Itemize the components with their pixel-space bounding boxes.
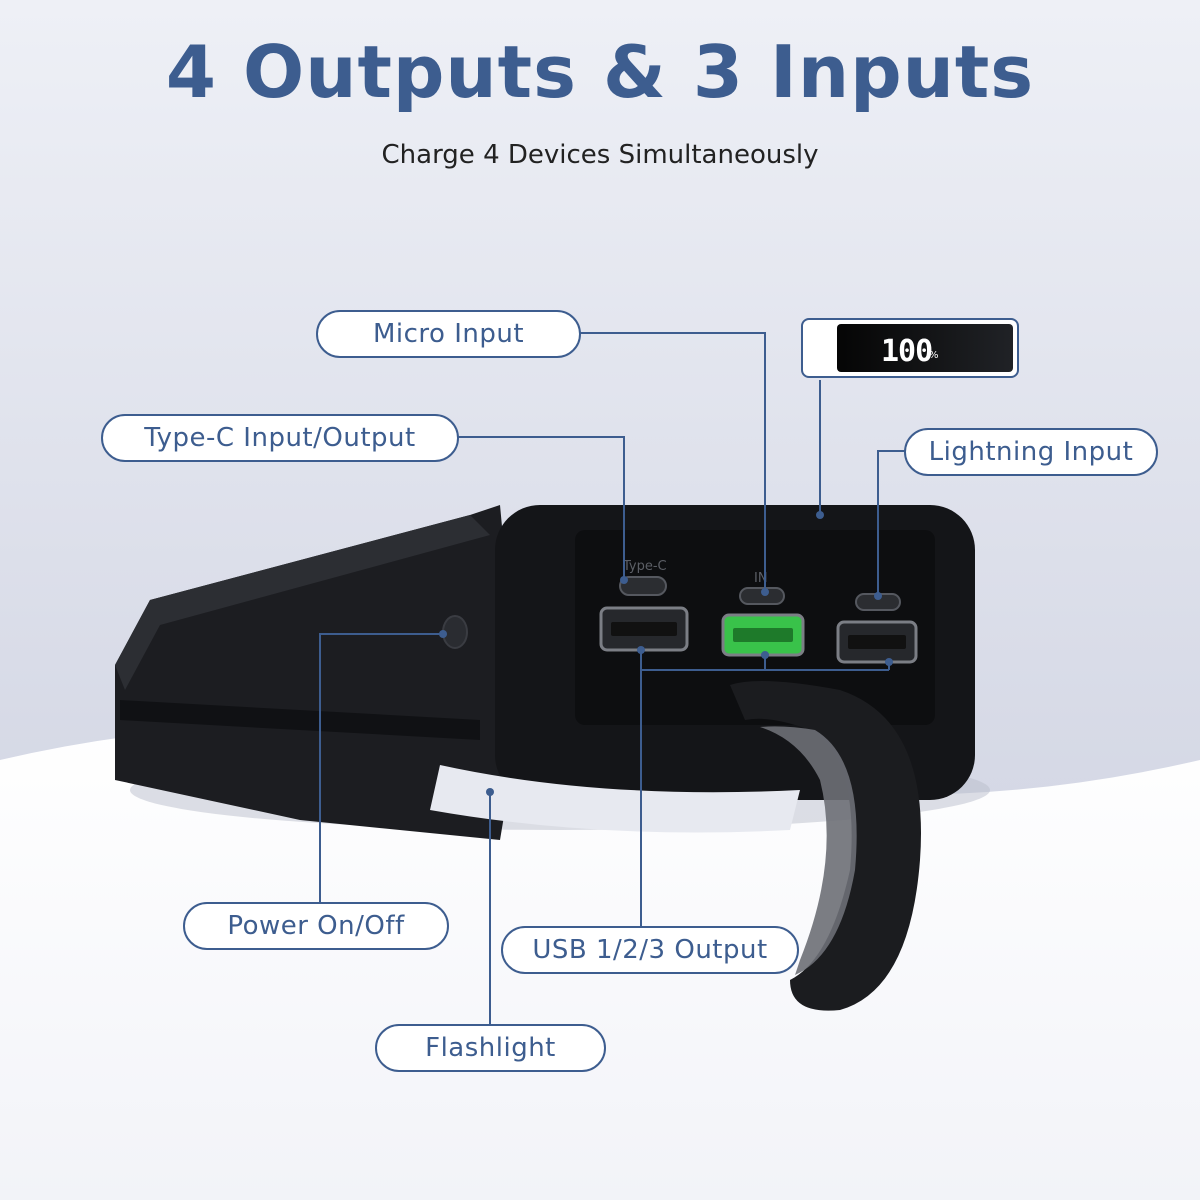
callout-lightning-input: Lightning Input xyxy=(904,428,1158,476)
callout-power-on-off: Power On/Off xyxy=(183,902,449,950)
power-button xyxy=(442,615,468,649)
micro-port xyxy=(739,587,785,605)
flashlight-glow xyxy=(430,765,800,833)
callout-micro-input: Micro Input xyxy=(316,310,581,358)
lightning-leader xyxy=(877,450,905,596)
leader-lines xyxy=(319,332,905,1024)
page-title: 4 Outputs & 3 Inputs xyxy=(165,30,1035,114)
battery-percentage: 100 xyxy=(881,334,933,369)
typec-leader xyxy=(458,436,625,580)
callout-flashlight: Flashlight xyxy=(375,1024,606,1072)
battery-display-callout: 100 % xyxy=(801,318,1019,378)
callout-typec-input-output: Type-C Input/Output xyxy=(101,414,459,462)
battery-percent-sign: % xyxy=(929,350,939,361)
page-subtitle: Charge 4 Devices Simultaneously xyxy=(381,140,819,170)
typec-port-label: Type-C xyxy=(622,559,667,574)
battery-display: 100 % xyxy=(837,324,1013,372)
callout-usb-output: USB 1/2/3 Output xyxy=(501,926,799,974)
lanyard-strap xyxy=(730,681,921,1011)
typec-port xyxy=(619,576,667,596)
power-leader xyxy=(319,633,443,903)
micro-leader xyxy=(580,332,766,592)
